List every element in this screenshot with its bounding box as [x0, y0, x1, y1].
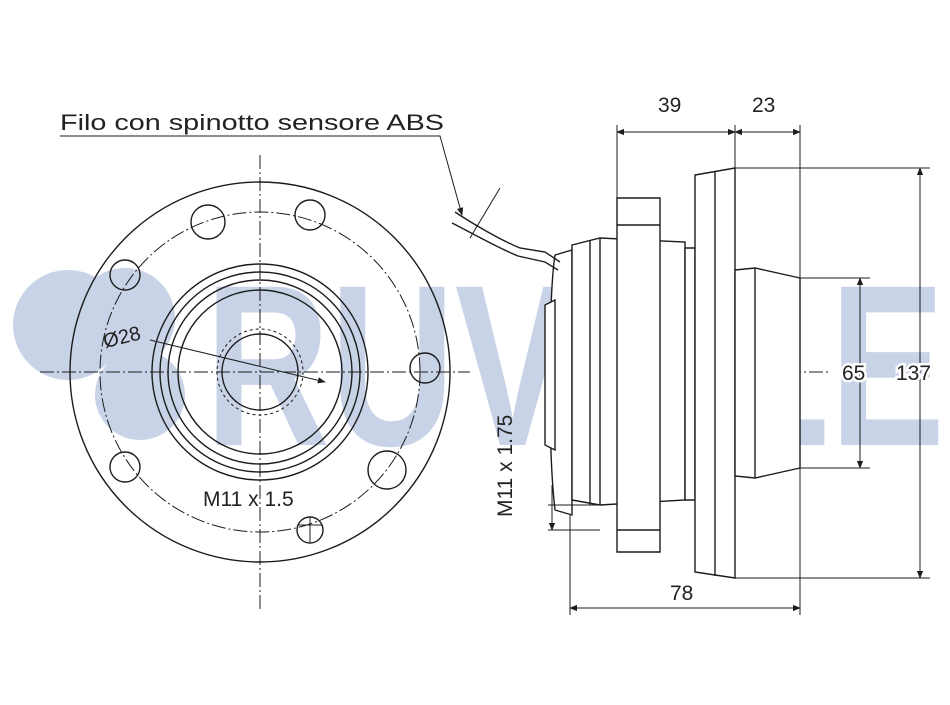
abs-sensor-label: Filo con spinotto sensore ABS — [60, 110, 444, 135]
thread-hole — [296, 516, 324, 544]
bolt-hole — [409, 352, 441, 384]
dim-top-right: 23 — [752, 94, 775, 117]
hub-ring-inner — [167, 279, 353, 465]
bore-diameter-leader — [149, 339, 326, 384]
dim-top-left: 39 — [658, 94, 681, 117]
central-bore — [221, 333, 299, 411]
ruville-logo-emblem — [13, 268, 185, 440]
hub-spigot — [177, 289, 343, 455]
hub-ring-outer — [151, 263, 369, 481]
dim-spigot-diameter: 65 — [842, 362, 865, 385]
sensor-cap — [544, 298, 556, 452]
bolt-pitch-circle — [99, 211, 421, 533]
dimensions: 39 23 78 65 137 — [569, 94, 934, 615]
bolt-hole — [109, 451, 141, 483]
hub-ring — [159, 271, 361, 473]
abs-cable-mark — [469, 187, 501, 239]
bolt-hole — [367, 450, 407, 490]
side-view: Filo con spinotto sensore ABS M11 x 1.75 — [60, 110, 830, 579]
abs-cable — [451, 222, 559, 271]
flange-outer-circle — [69, 181, 451, 563]
bolt-hole — [190, 204, 226, 240]
bearing-seal — [684, 247, 696, 501]
spigot — [734, 267, 801, 479]
dim-bottom: 78 — [670, 582, 693, 605]
front-thread-label: M11 x 1.5 — [203, 488, 294, 511]
front-view: Ø28 M11 x 1.5 — [40, 155, 470, 610]
bolt-hole — [294, 199, 326, 231]
bolt-hole — [109, 259, 141, 291]
abs-cable — [454, 211, 561, 263]
bearing-mount-ear — [616, 197, 661, 553]
side-thread-label: M11 x 1.75 — [494, 415, 517, 517]
spline-circle — [216, 328, 304, 416]
dim-flange-diameter: 137 — [896, 362, 931, 385]
abs-leader — [60, 135, 464, 216]
